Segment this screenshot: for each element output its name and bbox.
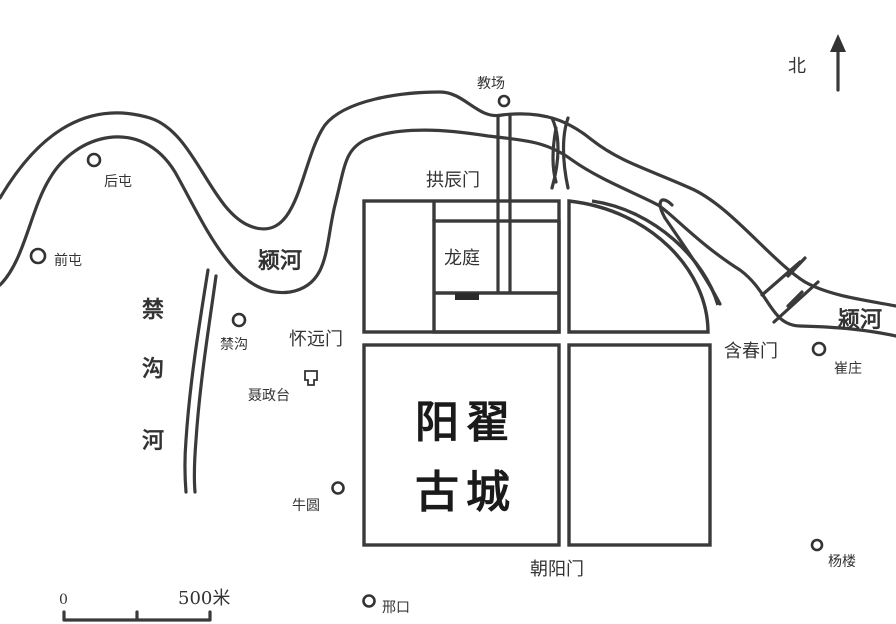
xingkou-marker-icon <box>362 594 376 608</box>
ying-river-west-label: 颍河 <box>258 248 302 274</box>
jingou-river-label-3: 河 <box>142 428 164 454</box>
jingou-marker-icon <box>231 312 247 328</box>
jiaochang-label: 教场 <box>477 76 505 92</box>
yanglou-marker-icon <box>810 538 824 552</box>
hanchun-gate-label: 含春门 <box>724 341 778 362</box>
yanglou-label: 杨楼 <box>828 554 856 570</box>
city-northeast-outer-curve <box>591 199 720 306</box>
qiantun-marker-icon <box>29 247 47 265</box>
xingkou-label: 邢口 <box>382 600 410 616</box>
houtun-marker-icon <box>86 152 102 168</box>
city-southwest-block <box>362 343 561 547</box>
cuizhuang-marker-icon <box>811 341 827 357</box>
north-label: 北 <box>788 56 806 77</box>
ying-river-east-label: 颍河 <box>838 307 882 333</box>
jiaochang-marker-icon <box>497 94 511 108</box>
niepengtai-marker-icon <box>304 370 318 386</box>
palace-block <box>432 219 561 334</box>
chaoyang-gate-label: 朝阳门 <box>530 559 584 580</box>
jingou-village-label: 禁沟 <box>220 337 248 353</box>
ying-river-south-bank <box>0 128 896 338</box>
jingou-river-label-1: 禁 <box>142 297 164 323</box>
north-arrow-head-icon <box>830 34 846 52</box>
qiantun-label: 前屯 <box>54 252 82 269</box>
jingou-river-east <box>192 274 218 494</box>
cuizhuang-label: 崔庄 <box>834 360 862 377</box>
scale-bar <box>62 610 212 622</box>
bridge-north <box>550 116 570 190</box>
scale-end-label: 500米 <box>178 588 230 609</box>
huaiyuan-gate-label: 怀远门 <box>289 329 343 350</box>
palace-label: 龙庭 <box>444 248 480 269</box>
niuyuan-marker-icon <box>331 481 345 495</box>
bridge-east <box>760 256 820 324</box>
niepengtai-label: 聂政台 <box>248 388 290 404</box>
jingou-river-west <box>183 268 210 494</box>
city-name-char-3: 古 <box>415 467 459 518</box>
gongchen-gate-label: 拱辰门 <box>426 170 480 191</box>
city-name-char-1: 阳 <box>415 397 459 448</box>
city-southeast-block <box>567 343 712 547</box>
city-name-char-2: 翟 <box>466 397 510 448</box>
scale-start-label: 0 <box>59 592 68 608</box>
jingou-river-label-2: 沟 <box>142 356 164 382</box>
ying-river-north-bank <box>0 90 896 308</box>
city-name-char-4: 城 <box>466 467 510 518</box>
niuyuan-label: 牛圆 <box>292 498 320 514</box>
houtun-label: 后屯 <box>104 174 132 190</box>
city-northeast-block <box>567 199 710 334</box>
palace-hall-mark <box>455 293 479 300</box>
